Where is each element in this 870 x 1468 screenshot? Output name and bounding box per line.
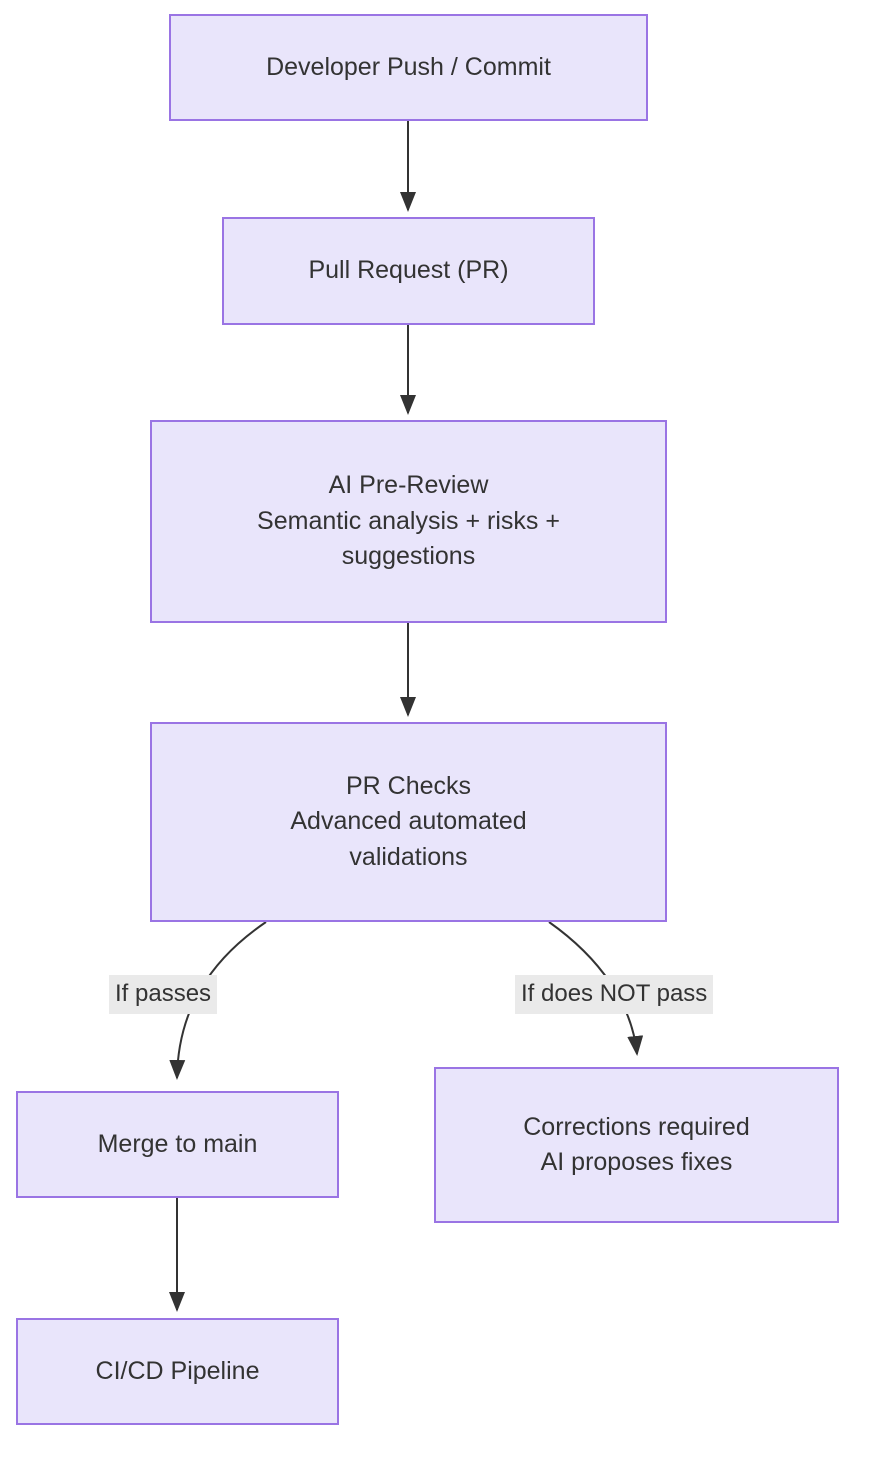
node-corrections-required[interactable]: Corrections required AI proposes fixes	[434, 1067, 839, 1223]
node-line: validations	[349, 842, 468, 871]
edge-label-if-passes: If passes	[109, 975, 218, 1014]
node-line: suggestions	[341, 542, 476, 571]
node-line: Corrections required	[523, 1112, 750, 1141]
node-line: Advanced automated	[290, 807, 527, 836]
node-line: AI Pre-Review	[328, 471, 489, 500]
node-line: Developer Push / Commit	[266, 52, 551, 81]
node-line: Semantic analysis + risks +	[257, 506, 560, 535]
node-line: Pull Request (PR)	[308, 256, 509, 285]
node-ci-cd-pipeline[interactable]: CI/CD Pipeline	[16, 1318, 339, 1425]
node-line: PR Checks	[345, 771, 472, 800]
node-merge-to-main[interactable]: Merge to main	[16, 1091, 339, 1198]
node-pull-request[interactable]: Pull Request (PR)	[222, 217, 595, 325]
node-line: AI proposes fixes	[540, 1148, 733, 1176]
edge-label-if-does-not-pass: If does NOT pass	[515, 975, 714, 1014]
node-pr-checks[interactable]: PR Checks Advanced automated validations	[150, 722, 667, 922]
node-ai-pre-review[interactable]: AI Pre-Review Semantic analysis + risks …	[150, 420, 667, 623]
node-developer-push-commit[interactable]: Developer Push / Commit	[169, 14, 648, 121]
node-line: Merge to main	[97, 1129, 258, 1158]
node-line: CI/CD Pipeline	[95, 1356, 260, 1385]
